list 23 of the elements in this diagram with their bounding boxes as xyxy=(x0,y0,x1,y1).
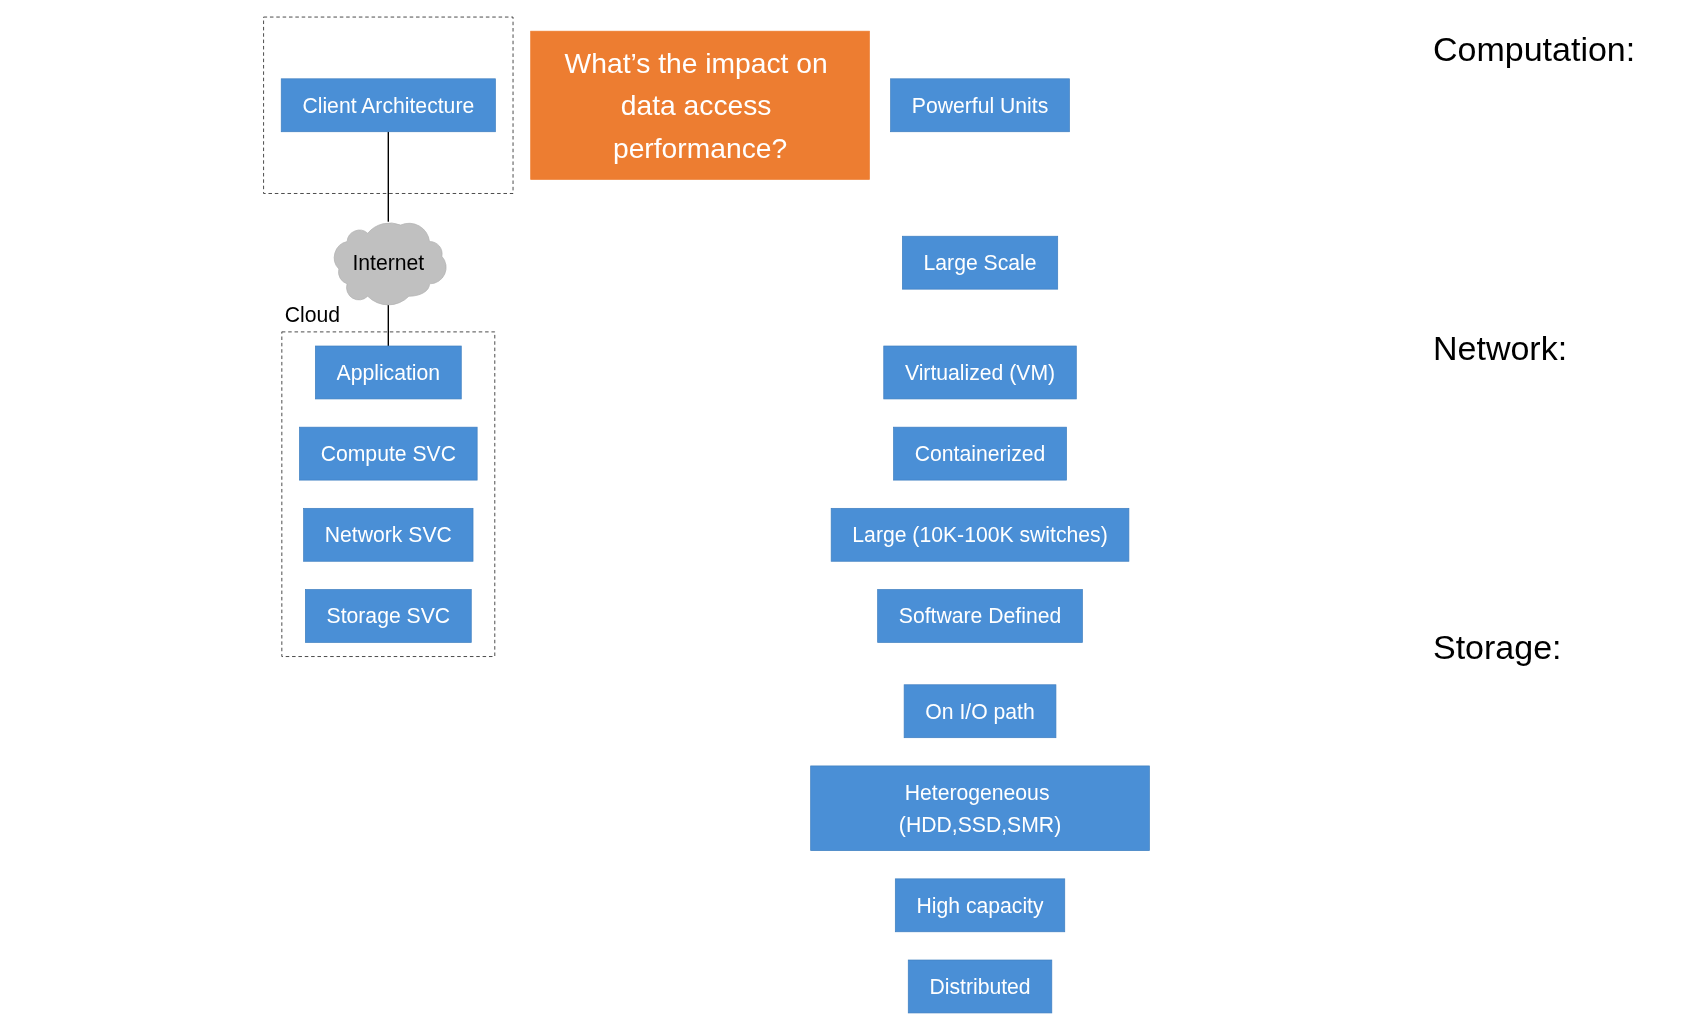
node-box: Application xyxy=(315,345,462,399)
node-box: Distributed xyxy=(907,959,1053,1013)
section-heading: Storage: xyxy=(1433,628,1563,667)
connector xyxy=(387,130,389,222)
section-heading: Network: xyxy=(1433,329,1569,368)
cluster xyxy=(263,16,514,194)
node-box: Compute SVC xyxy=(299,426,478,480)
node-box: Large (10K-100K switches) xyxy=(830,507,1130,562)
node-box: Software Defined xyxy=(877,588,1083,643)
node-box: Containerized xyxy=(893,426,1067,480)
node-label: Cloud xyxy=(284,302,340,326)
node-box: Network SVC xyxy=(303,507,474,562)
node-box: What’s the impact on data access performance? xyxy=(530,30,870,180)
node-box: High capacity xyxy=(894,878,1066,932)
node-box: Heterogeneous (HDD,SSD,SMR) xyxy=(810,765,1150,851)
node-box: Client Architecture xyxy=(280,77,496,132)
section-heading: Computation: xyxy=(1433,30,1637,69)
cluster xyxy=(281,331,496,657)
node-box: Powerful Units xyxy=(890,77,1070,132)
node-box: Storage SVC xyxy=(305,588,472,643)
node-box: Virtualized (VM) xyxy=(883,345,1077,399)
node-box: On I/O path xyxy=(903,683,1057,738)
node-box: Large Scale xyxy=(902,235,1059,289)
